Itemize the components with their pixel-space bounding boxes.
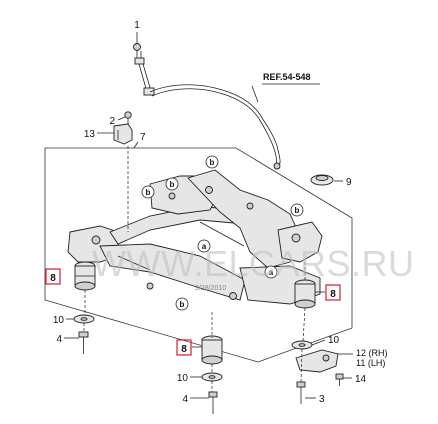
svg-text:b: b — [170, 180, 175, 189]
watermark-text: WWW.ELCARS.RU — [92, 243, 415, 284]
label-12-rh: 12 (RH) — [356, 348, 388, 358]
label-10-bottom: 10 — [177, 373, 189, 384]
label-9: 9 — [346, 177, 352, 188]
label-7: 7 — [140, 132, 146, 143]
label-1: 1 — [134, 20, 140, 31]
bracket-11-12 — [295, 349, 344, 386]
bolt-bottom — [208, 391, 218, 414]
callout-b-2: b — [141, 185, 155, 199]
svg-text:b: b — [210, 158, 215, 167]
label-14: 14 — [355, 374, 367, 385]
svg-text:b: b — [146, 188, 151, 197]
svg-text:a: a — [269, 268, 274, 277]
callout-a-2: a — [264, 265, 278, 279]
bolt-left — [78, 331, 89, 354]
label-10-right: 10 — [328, 335, 340, 346]
label-2: 2 — [109, 116, 115, 127]
label-4-left: 4 — [56, 334, 62, 345]
highlight-8-left: 8 — [45, 268, 61, 285]
svg-text:8: 8 — [50, 273, 56, 284]
highlight-8-front: 8 — [176, 339, 192, 356]
date-stamp: 9/28/2010 — [195, 285, 226, 292]
label-13: 13 — [84, 129, 96, 140]
label-3: 3 — [319, 394, 325, 405]
reference-label: REF.54-548 — [263, 72, 311, 82]
bracket-13 — [113, 111, 133, 145]
bushing-front — [201, 335, 223, 365]
svg-text:8: 8 — [330, 289, 336, 300]
bolt-right — [296, 381, 306, 404]
svg-text:b: b — [295, 206, 300, 215]
callout-b-3: b — [165, 177, 179, 191]
svg-text:8: 8 — [181, 344, 187, 355]
label-4-bottom: 4 — [182, 394, 188, 405]
callout-b-5: b — [175, 297, 189, 311]
callout-b-1: b — [205, 155, 219, 169]
assembly-frame — [44, 147, 353, 363]
svg-text:a: a — [202, 242, 207, 251]
label-10-left: 10 — [53, 315, 65, 326]
bushing-right — [294, 279, 316, 309]
callout-a-1: a — [197, 239, 211, 253]
label-11-lh: 11 (LH) — [356, 358, 385, 368]
highlight-8-right: 8 — [325, 284, 341, 301]
cap-9 — [310, 174, 334, 186]
svg-text:b: b — [180, 300, 185, 309]
callout-b-4: b — [290, 203, 304, 217]
stabilizer-link — [133, 43, 155, 96]
stabilizer-bar — [149, 84, 281, 170]
